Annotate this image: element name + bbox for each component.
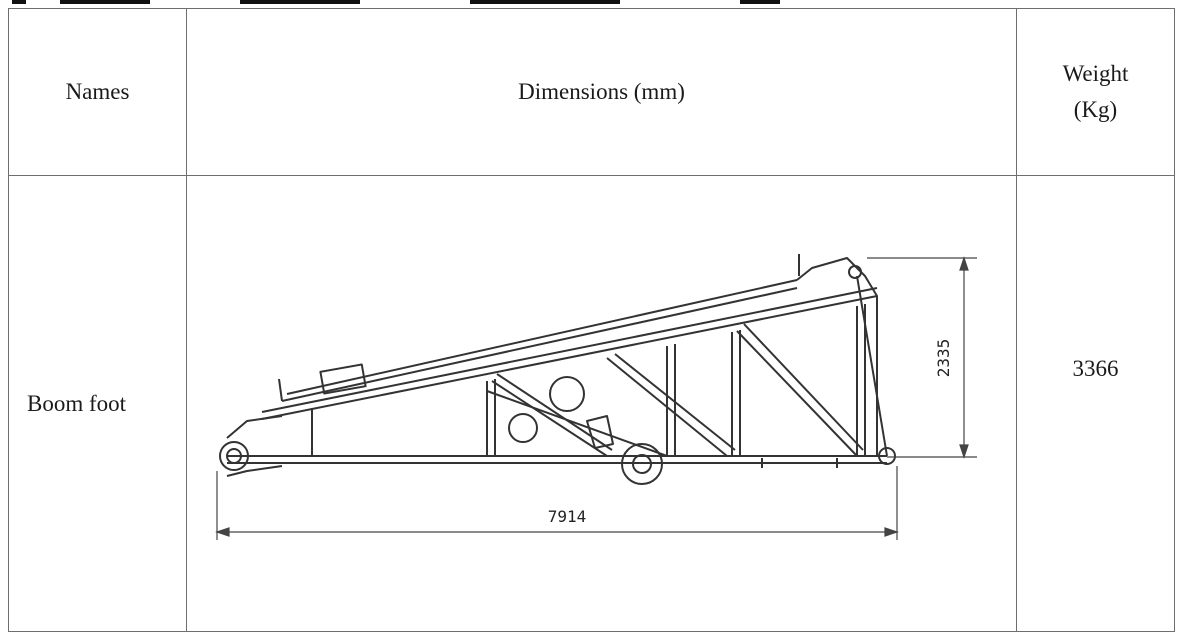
header-weight: Weight (Kg) — [1016, 8, 1175, 176]
boom-foot-drawing-cell: 7914 2335 — [186, 175, 1017, 632]
boom-foot-drawing: 7914 2335 — [215, 254, 977, 540]
table-row: Boom foot — [8, 175, 1175, 632]
cropped-text-line — [0, 0, 1182, 10]
header-weight-line1: Weight — [1062, 61, 1129, 86]
header-dimensions: Dimensions (mm) — [186, 8, 1017, 176]
row-weight: 3366 — [1016, 175, 1175, 632]
header-row: Names Dimensions (mm) Weight (Kg) — [8, 8, 1175, 176]
header-weight-line2: (Kg) — [1073, 97, 1118, 122]
row-name: Boom foot — [8, 175, 187, 632]
component-spec-table: Names Dimensions (mm) Weight (Kg) Boom f… — [8, 8, 1175, 632]
header-names: Names — [8, 8, 187, 176]
height-dimension-label: 2335 — [934, 339, 953, 378]
length-dimension-label: 7914 — [548, 507, 587, 526]
